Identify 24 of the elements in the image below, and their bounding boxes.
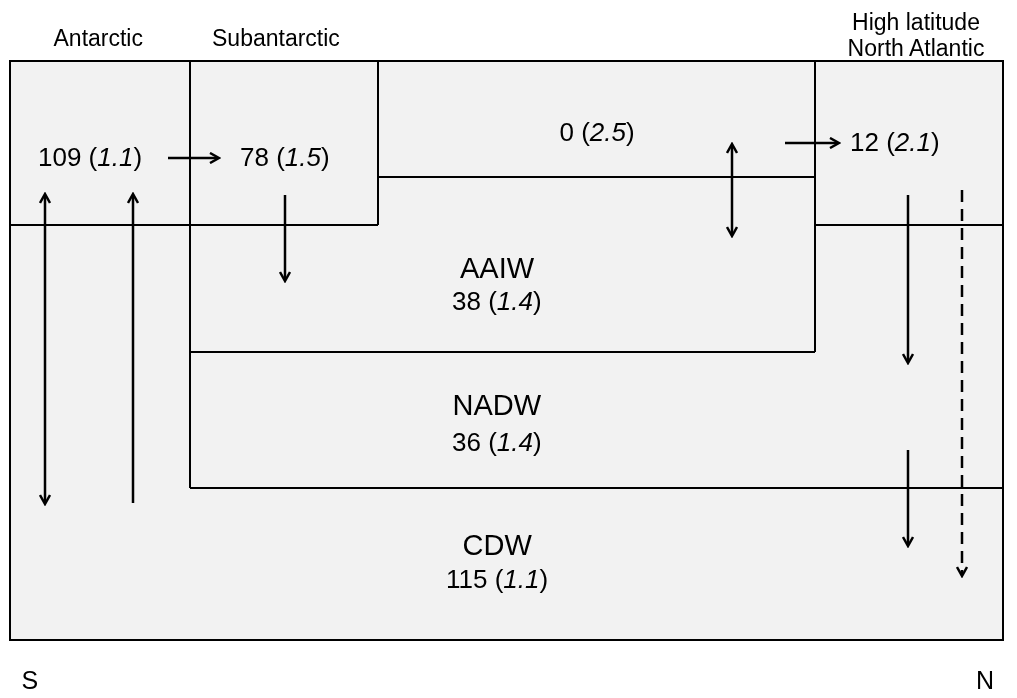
inventory-value: 36 (1.4) (452, 428, 542, 458)
arrow (38, 192, 52, 506)
inventory-value: 109 (1.1) (38, 143, 143, 173)
inventory-value: 12 (2.1) (850, 128, 940, 158)
region-title: High latitude North Atlantic (846, 8, 986, 62)
arrow (901, 450, 915, 548)
water-mass-name: NADW (452, 388, 542, 422)
inventory-value: 115 (1.1) (446, 565, 549, 595)
water-mass-name: CDW (462, 528, 532, 562)
arrow (785, 136, 841, 150)
arrow (955, 190, 969, 578)
arrow (168, 151, 221, 165)
inventory-value: 38 (1.4) (452, 287, 542, 317)
arrow (126, 192, 140, 503)
inventory-value: 78 (1.5) (240, 143, 330, 173)
direction-letter: N (976, 665, 995, 695)
direction-letter: S (21, 665, 39, 695)
arrow (725, 142, 739, 238)
arrow (278, 195, 292, 283)
inventory-value: 0 (2.5) (559, 118, 635, 148)
water-mass-name: AAIW (460, 251, 535, 285)
region-title: Subantarctic (212, 25, 340, 52)
region-title: Antarctic (53, 25, 143, 52)
arrow (901, 195, 915, 365)
